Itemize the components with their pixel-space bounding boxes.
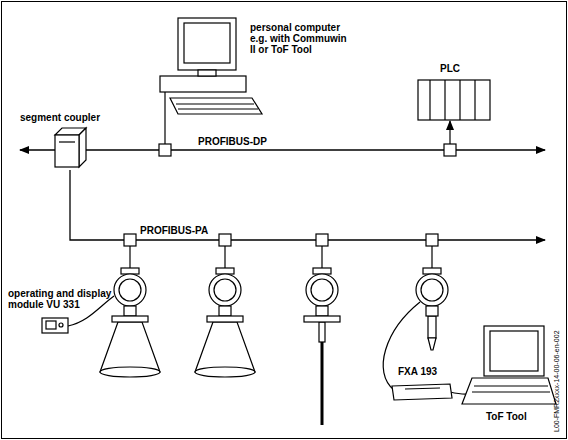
segment-coupler [55,128,86,167]
profibus-pa-bus [70,170,545,240]
bus-taps-part [224,246,225,268]
device-label: segment coupler [20,112,100,123]
field-devices-part [207,268,243,322]
personal-computer-part [184,23,230,63]
fxa-193-interface-part [405,388,440,389]
bus-taps-part [426,234,438,246]
device-label: FXA 193 [398,366,437,377]
laptop-part [484,326,544,376]
laptop-part [490,331,538,371]
field-devices-part-part [319,322,325,342]
personal-computer-part [198,70,216,76]
laptop-part [472,391,550,392]
display-module-part [59,323,63,327]
field-devices-part [416,268,448,316]
bus-taps-part [219,234,231,246]
bus-taps-part [444,144,456,156]
bus-taps-part [124,234,136,246]
segment-coupler-part [79,128,86,167]
fxa-cable [383,302,480,394]
field-devices-part-part [428,338,436,350]
field-devices-part-part [423,268,441,274]
field-devices-part-part [426,306,438,316]
bus-taps-part [431,246,432,268]
bus-taps-part [316,234,328,246]
field-devices-part-part [416,274,448,306]
laptop [462,326,556,404]
bus-label: PROFIBUS-PA [140,225,208,236]
personal-computer-part [178,108,258,109]
personal-computer-part [164,92,165,144]
fxa-193-interface [392,384,452,400]
field-devices-part [304,268,340,322]
fxa-193-interface-part [392,384,452,400]
field-devices-part [195,322,255,377]
profibus-dp-bus-part [20,149,545,150]
watermark: L00-FMR2xxxx-14-00-06-en-002 [553,330,561,432]
profibus-dp-bus [20,149,545,150]
profibus-pa-bus-part [70,170,545,240]
personal-computer-part [170,98,262,114]
plc [418,80,490,144]
segment-coupler-part [55,135,79,167]
bus-taps [124,144,456,268]
field-devices-part-part [428,316,436,338]
field-devices-part [100,322,160,377]
plc-part [429,80,430,120]
personal-computer-part [176,103,254,104]
field-devices-part-part [321,342,324,425]
bus-taps-part [129,246,130,268]
display-module-part [42,318,68,333]
segment-coupler-part [59,141,75,142]
device-label: operating and display module VU 331 [8,288,120,310]
display-module-part [46,321,56,329]
laptop-part [474,385,548,386]
device-label: personal computer e.g. with Commuwin II … [250,22,350,55]
personal-computer-part [178,18,236,70]
plc-part [444,80,445,120]
field-devices [100,268,448,425]
bus-label: PROFIBUS-DP [198,136,267,147]
personal-computer [160,18,262,144]
plc-part [459,80,460,120]
plc-part [449,121,450,144]
bus-taps-part [321,246,322,268]
device-label: ToF Tool [486,411,527,422]
personal-computer-part [160,76,246,92]
plc-part [474,80,475,120]
device-label: PLC [440,63,460,74]
field-devices-part [112,268,148,322]
bus-taps-part [159,144,171,156]
plc-part [418,80,490,120]
laptop-part [462,378,556,404]
field-devices-part-part [421,279,443,301]
